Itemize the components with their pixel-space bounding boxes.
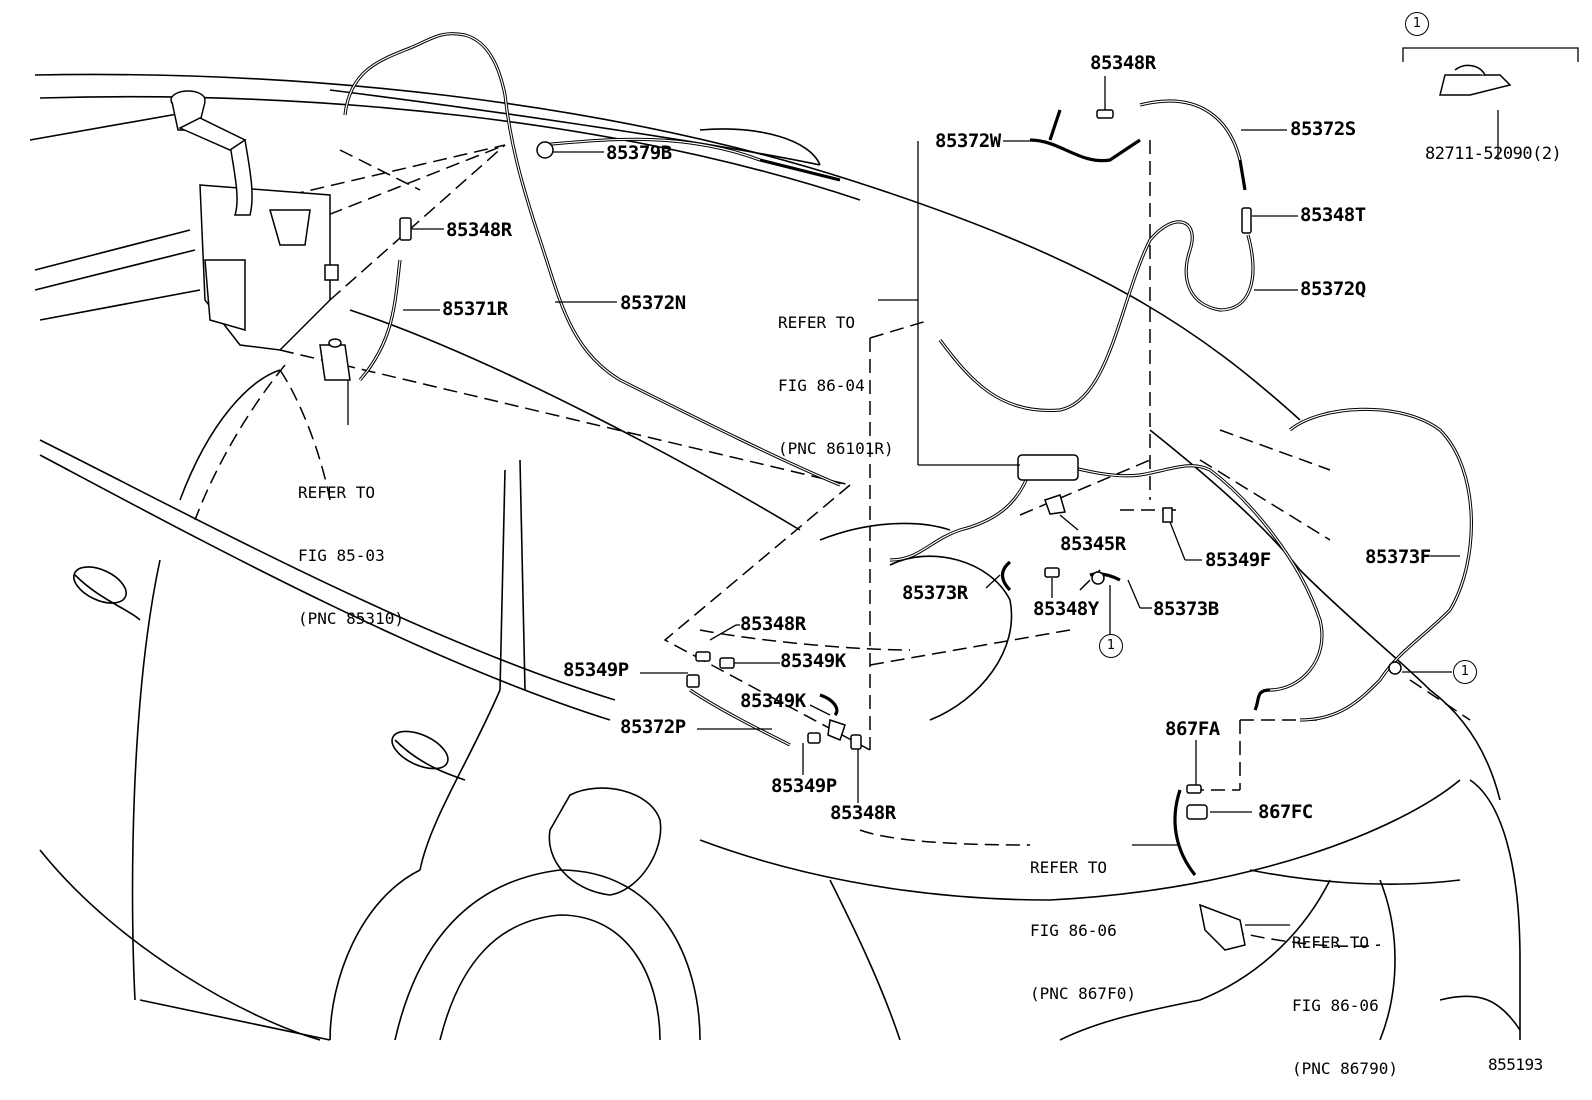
ref-line3: (PNC 86790) — [1292, 1059, 1398, 1078]
ref-line2: FIG 86-04 — [778, 376, 865, 395]
ref-line1: REFER TO — [1030, 858, 1108, 877]
fittings — [399, 64, 1512, 951]
part-85349K-low: 85349K — [740, 690, 806, 712]
part-85349P-mid: 85349P — [563, 659, 629, 681]
ref-line3: (PNC 86101R) — [778, 439, 894, 458]
part-85348Y: 85348Y — [1033, 598, 1099, 620]
part-85349F: 85349F — [1205, 549, 1271, 571]
refer-fig-86-04: REFER TO FIG 86-04 (PNC 86101R) — [778, 270, 894, 480]
part-85348R-low: 85348R — [830, 802, 896, 824]
diagram-id: 855193 — [1488, 1055, 1543, 1074]
callout-circle-right: 1 — [1453, 660, 1477, 684]
part-85345R: 85345R — [1060, 533, 1126, 555]
part-85373R: 85373R — [902, 582, 968, 604]
refer-fig-85-03: REFER TO FIG 85-03 (PNC 85310) — [298, 440, 404, 650]
washer-tank — [170, 90, 351, 381]
callout-circle-center: 1 — [1099, 634, 1123, 658]
dashed-leader-lines — [194, 140, 1471, 948]
label-leaders — [347, 47, 1579, 926]
part-867FC: 867FC — [1258, 801, 1313, 823]
part-85372S: 85372S — [1290, 118, 1356, 140]
part-85373B: 85373B — [1153, 598, 1219, 620]
vehicle-body-outline — [29, 73, 1521, 1041]
ref-line1: REFER TO — [1292, 933, 1370, 952]
part-85371R: 85371R — [442, 298, 508, 320]
ref-line1: REFER TO — [298, 483, 376, 502]
part-85372W: 85372W — [935, 130, 1001, 152]
ref-line2: FIG 85-03 — [298, 546, 385, 565]
kit-part-number: 82711-52090(2) — [1425, 144, 1562, 164]
washer-hoses — [343, 32, 1473, 876]
ref-line3: (PNC 85310) — [298, 609, 404, 628]
part-867FA: 867FA — [1165, 718, 1220, 740]
part-85373F: 85373F — [1365, 546, 1431, 568]
part-85348R-top: 85348R — [1090, 52, 1156, 74]
refer-fig-86-06-a: REFER TO FIG 86-06 (PNC 867F0) — [1030, 815, 1136, 1025]
part-85379B: 85379B — [606, 142, 672, 164]
part-85349P-low: 85349P — [771, 775, 837, 797]
part-85372P: 85372P — [620, 716, 686, 738]
part-85372N: 85372N — [620, 292, 686, 314]
part-85349K-mid: 85349K — [780, 650, 846, 672]
part-85348R-mid: 85348R — [740, 613, 806, 635]
part-85348R-tank: 85348R — [446, 219, 512, 241]
part-85348T: 85348T — [1300, 204, 1366, 226]
callout-circle-kit: 1 — [1405, 12, 1429, 36]
ref-line2: FIG 86-06 — [1030, 921, 1117, 940]
ref-line1: REFER TO — [778, 313, 856, 332]
ref-line3: (PNC 867F0) — [1030, 984, 1136, 1003]
ref-line2: FIG 86-06 — [1292, 996, 1379, 1015]
part-85372Q: 85372Q — [1300, 278, 1366, 300]
refer-fig-86-06-b: REFER TO FIG 86-06 (PNC 86790) — [1292, 890, 1398, 1100]
